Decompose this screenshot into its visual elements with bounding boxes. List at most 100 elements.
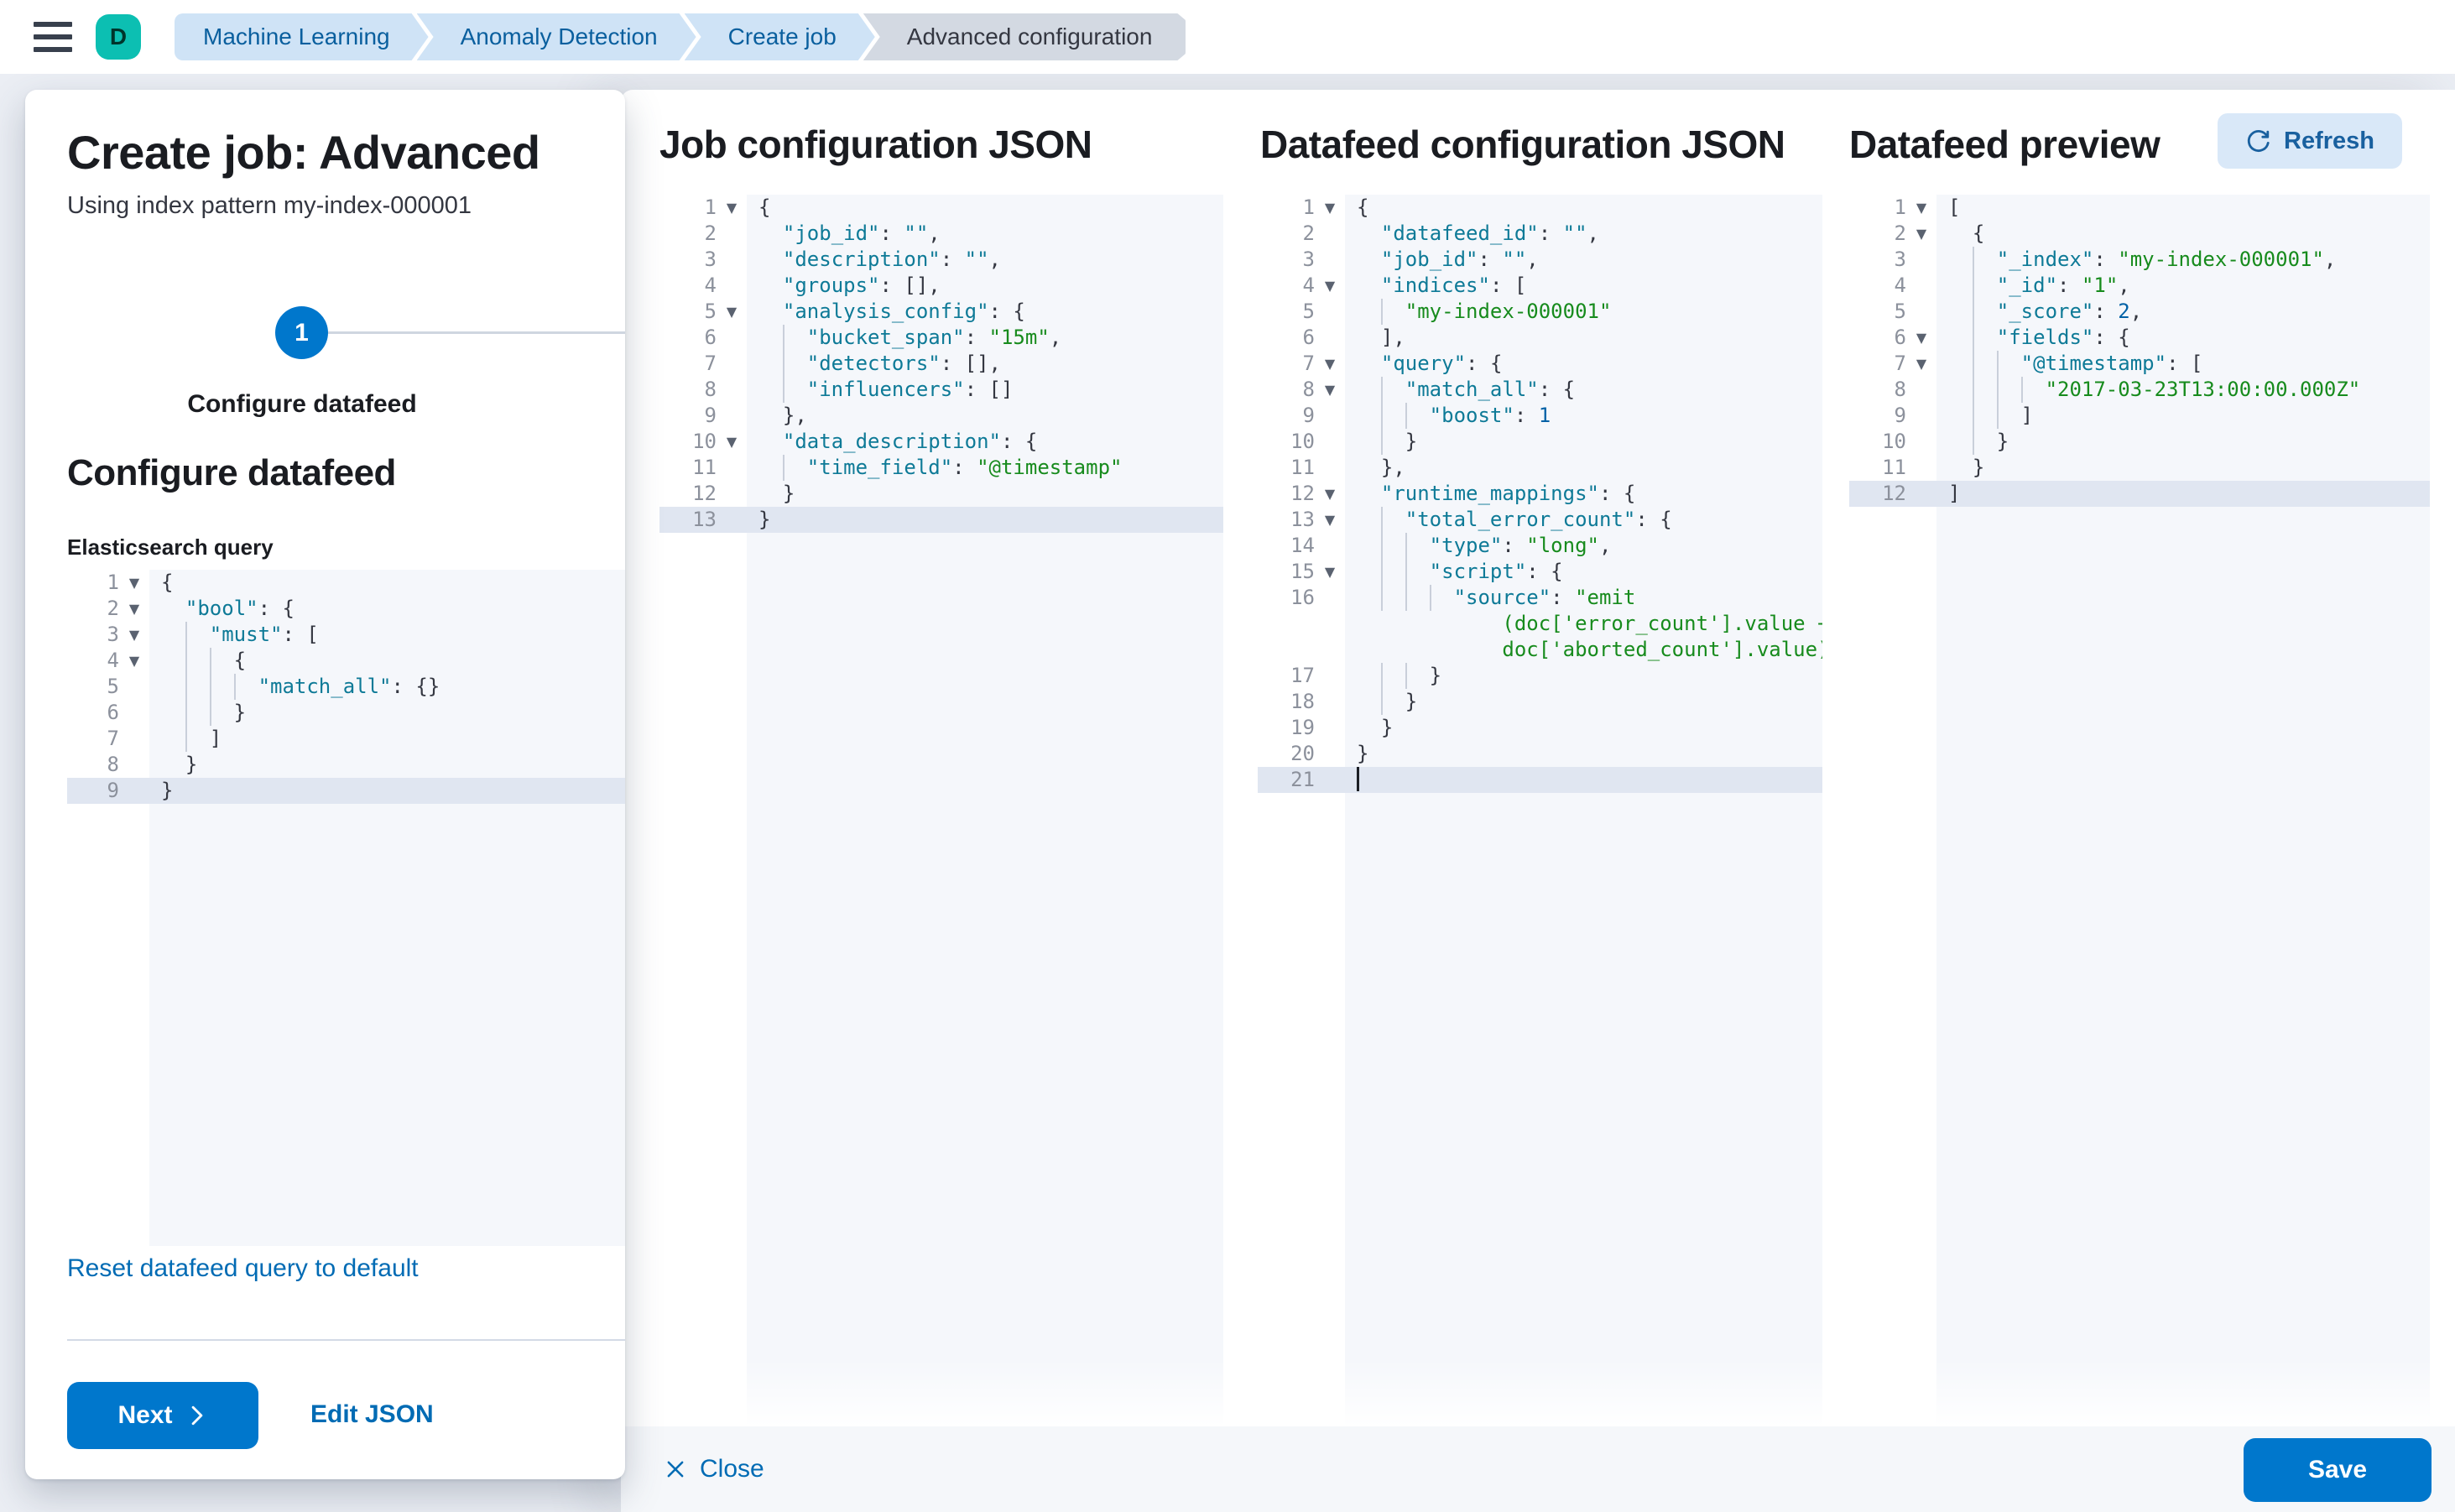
code-line[interactable]: 10▼"data_description": { <box>659 429 1223 455</box>
line-number-gutter: 9 <box>1894 404 1906 427</box>
code-line[interactable]: 5"my-index-000001" <box>1258 299 1822 325</box>
code-line[interactable]: 2▼"bool": { <box>67 596 625 622</box>
code-line[interactable]: 20} <box>1258 741 1822 767</box>
line-number-gutter: 8 <box>704 378 717 401</box>
code-line[interactable]: 8} <box>67 752 625 778</box>
fold-arrow-icon[interactable]: ▼ <box>128 627 140 643</box>
code-line[interactable]: 2"datafeed_id": "", <box>1258 221 1822 247</box>
code-line[interactable]: 12} <box>659 481 1223 507</box>
code-line[interactable]: 4"groups": [], <box>659 273 1223 299</box>
code-line[interactable]: 2▼{ <box>1849 221 2430 247</box>
fold-arrow-icon[interactable]: ▼ <box>128 575 140 591</box>
code-line[interactable]: 12] <box>1849 481 2430 507</box>
fold-arrow-icon[interactable]: ▼ <box>1916 330 1927 346</box>
code-line[interactable]: 3"job_id": "", <box>1258 247 1822 273</box>
code-line[interactable]: 12▼"runtime_mappings": { <box>1258 481 1822 507</box>
code-line[interactable]: 7▼"@timestamp": [ <box>1849 351 2430 377</box>
code-line[interactable]: 3▼"must": [ <box>67 622 625 648</box>
code-line[interactable]: 9}, <box>659 403 1223 429</box>
code-line[interactable]: 3"description": "", <box>659 247 1223 273</box>
code-line[interactable]: 6"bucket_span": "15m", <box>659 325 1223 351</box>
line-number-gutter: 1▼ <box>1258 195 1345 221</box>
datafeed-preview-editor[interactable]: 1▼[2▼{3"_index": "my-index-000001",4"_id… <box>1849 195 2430 1426</box>
code-line[interactable]: 6], <box>1258 325 1822 351</box>
fold-arrow-icon[interactable]: ▼ <box>726 434 738 450</box>
fold-arrow-icon[interactable]: ▼ <box>1324 564 1336 580</box>
code-line[interactable]: 5▼"analysis_config": { <box>659 299 1223 325</box>
code-line[interactable]: 7▼"query": { <box>1258 351 1822 377</box>
breadcrumb-item[interactable]: Machine Learning <box>175 13 429 60</box>
code-line[interactable]: 9] <box>1849 403 2430 429</box>
fold-arrow-icon[interactable]: ▼ <box>1916 226 1927 242</box>
code-line[interactable]: 13▼"total_error_count": { <box>1258 507 1822 533</box>
code-line[interactable]: 10} <box>1849 429 2430 455</box>
fold-arrow-icon[interactable]: ▼ <box>726 200 738 216</box>
code-line[interactable]: 1▼{ <box>1258 195 1822 221</box>
code-line[interactable]: 7"detectors": [], <box>659 351 1223 377</box>
close-button[interactable]: Close <box>665 1455 764 1483</box>
flyout-footer: Close Save <box>621 1426 2455 1512</box>
code-line[interactable]: 6▼"fields": { <box>1849 325 2430 351</box>
code-line[interactable]: 11} <box>1849 455 2430 481</box>
code-line[interactable]: 17} <box>1258 663 1822 689</box>
fold-arrow-icon[interactable]: ▼ <box>1324 278 1336 294</box>
job-config-editor[interactable]: 1▼{2"job_id": "",3"description": "",4"gr… <box>659 195 1223 1426</box>
code-line[interactable]: 7] <box>67 726 625 752</box>
breadcrumb-item[interactable]: Anomaly Detection <box>417 13 696 60</box>
code-line[interactable]: 8"influencers": [] <box>659 377 1223 403</box>
fold-arrow-icon[interactable]: ▼ <box>128 601 140 617</box>
code-line[interactable]: 15▼"script": { <box>1258 559 1822 585</box>
refresh-button[interactable]: Refresh <box>2218 113 2402 169</box>
code-line[interactable]: 5"match_all": {} <box>67 674 625 700</box>
elasticsearch-query-editor[interactable]: 1▼{2▼"bool": {3▼"must": [4▼{5"match_all"… <box>67 570 625 1246</box>
code-line[interactable]: (doc['error_count'].value + <box>1258 611 1822 637</box>
fold-arrow-icon[interactable]: ▼ <box>1916 200 1927 216</box>
step-1-indicator[interactable]: 1 <box>275 306 328 359</box>
code-line[interactable]: 3"_index": "my-index-000001", <box>1849 247 2430 273</box>
code-line[interactable]: 14"type": "long", <box>1258 533 1822 559</box>
code-line[interactable]: 6} <box>67 700 625 726</box>
code-line[interactable]: 8▼"match_all": { <box>1258 377 1822 403</box>
code-line[interactable]: 2"job_id": "", <box>659 221 1223 247</box>
code-line[interactable]: 11"time_field": "@timestamp" <box>659 455 1223 481</box>
fold-arrow-icon[interactable]: ▼ <box>1324 382 1336 398</box>
code-line[interactable]: 8"2017-03-23T13:00:00.000Z" <box>1849 377 2430 403</box>
fold-arrow-icon[interactable]: ▼ <box>1324 200 1336 216</box>
code-line[interactable]: 10} <box>1258 429 1822 455</box>
code-line[interactable]: 21 <box>1258 767 1822 793</box>
code-line[interactable]: 1▼[ <box>1849 195 2430 221</box>
code-line[interactable]: 19} <box>1258 715 1822 741</box>
code-line[interactable]: 11}, <box>1258 455 1822 481</box>
code-line[interactable]: 16"source": "emit <box>1258 585 1822 611</box>
advanced-json-flyout: Job configuration JSON Datafeed configur… <box>621 90 2455 1512</box>
code-line[interactable]: 9} <box>67 778 625 804</box>
menu-icon[interactable] <box>34 22 72 52</box>
fold-arrow-icon[interactable]: ▼ <box>726 304 738 320</box>
code-line[interactable]: 4▼"indices": [ <box>1258 273 1822 299</box>
line-number-gutter: 9 <box>1302 404 1315 427</box>
edit-json-link[interactable]: Edit JSON <box>310 1400 434 1428</box>
code-line[interactable]: 13} <box>659 507 1223 533</box>
space-avatar[interactable]: D <box>96 14 141 60</box>
code-line[interactable]: 4▼{ <box>67 648 625 674</box>
code-line[interactable]: 4"_id": "1", <box>1849 273 2430 299</box>
code-line[interactable]: 1▼{ <box>67 570 625 596</box>
code-line[interactable]: 18} <box>1258 689 1822 715</box>
code-line[interactable]: 9"boost": 1 <box>1258 403 1822 429</box>
next-button[interactable]: Next <box>67 1382 258 1449</box>
fold-arrow-icon[interactable]: ▼ <box>1324 512 1336 528</box>
save-button[interactable]: Save <box>2244 1438 2432 1502</box>
code-line[interactable]: 5"_score": 2, <box>1849 299 2430 325</box>
breadcrumb-item[interactable]: Create job <box>685 13 875 60</box>
datafeed-config-editor[interactable]: 1▼{2"datafeed_id": "",3"job_id": "",4▼"i… <box>1258 195 1822 1426</box>
line-number-gutter: 11 <box>1882 456 1906 479</box>
reset-datafeed-query-link[interactable]: Reset datafeed query to default <box>67 1254 419 1282</box>
code-line[interactable]: doc['aborted_count'].value)" <box>1258 637 1822 663</box>
fold-arrow-icon[interactable]: ▼ <box>1916 356 1927 372</box>
fold-arrow-icon[interactable]: ▼ <box>128 653 140 669</box>
code-line[interactable]: 1▼{ <box>659 195 1223 221</box>
breadcrumb-item: Advanced configuration <box>863 13 1186 60</box>
line-number-gutter: 12 <box>1882 482 1906 505</box>
fold-arrow-icon[interactable]: ▼ <box>1324 356 1336 372</box>
fold-arrow-icon[interactable]: ▼ <box>1324 486 1336 502</box>
